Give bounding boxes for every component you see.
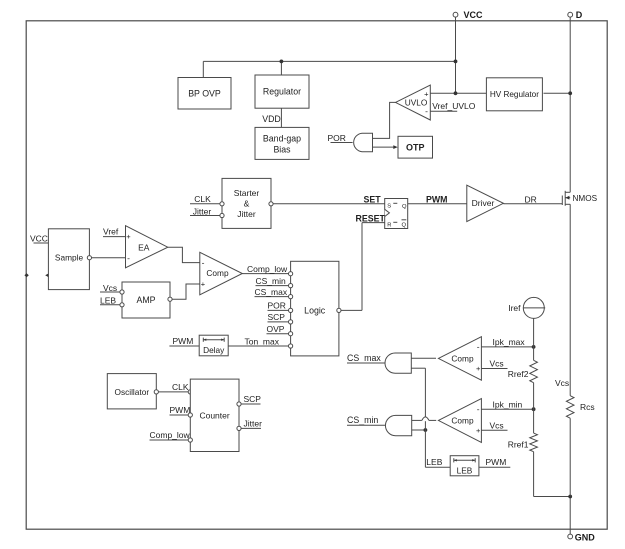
- svg-text:CS_min: CS_min: [256, 276, 287, 286]
- svg-text:DR: DR: [525, 194, 537, 204]
- svg-text:SET: SET: [364, 195, 382, 205]
- svg-text:LEB: LEB: [426, 457, 442, 467]
- svg-text:Vcs: Vcs: [555, 378, 569, 388]
- svg-text:-: -: [477, 342, 480, 352]
- svg-text:SCP: SCP: [244, 394, 262, 404]
- svg-text:SCP: SCP: [268, 312, 286, 322]
- svg-text:Comp: Comp: [451, 353, 474, 363]
- svg-text:Q: Q: [402, 204, 407, 210]
- svg-text:VCC: VCC: [30, 233, 48, 243]
- svg-text:Vcs: Vcs: [490, 359, 504, 369]
- svg-text:POR: POR: [328, 133, 346, 143]
- svg-text:Iref: Iref: [508, 303, 521, 313]
- svg-text:Band-gap: Band-gap: [263, 134, 301, 144]
- svg-text:Oscillator: Oscillator: [115, 387, 150, 397]
- svg-text:UVLO: UVLO: [405, 97, 428, 107]
- svg-text:Ton_max: Ton_max: [245, 336, 280, 346]
- svg-text:GND: GND: [575, 532, 596, 542]
- svg-text:Rref1: Rref1: [508, 440, 529, 450]
- svg-text:Ipk_max: Ipk_max: [493, 337, 526, 347]
- svg-text:-: -: [202, 257, 205, 267]
- svg-text:Q: Q: [402, 222, 407, 228]
- svg-text:NMOS: NMOS: [573, 194, 598, 203]
- svg-text:Driver: Driver: [472, 198, 495, 208]
- svg-text:OTP: OTP: [406, 142, 425, 152]
- svg-text:PWM: PWM: [486, 457, 507, 467]
- svg-text:LEB: LEB: [100, 296, 116, 306]
- svg-text:Sample: Sample: [55, 253, 84, 263]
- svg-text:Starter: Starter: [234, 188, 260, 198]
- svg-text:Comp: Comp: [451, 415, 474, 425]
- svg-text:-: -: [425, 106, 428, 116]
- svg-text:PWM: PWM: [173, 336, 194, 346]
- svg-text:OVP: OVP: [267, 324, 285, 334]
- svg-text:-: -: [127, 253, 130, 263]
- svg-text:+: +: [476, 426, 481, 435]
- svg-text:D: D: [576, 10, 583, 20]
- svg-text:CLK: CLK: [172, 382, 189, 392]
- svg-text:+: +: [424, 90, 429, 99]
- svg-text:Jitter: Jitter: [244, 418, 263, 428]
- svg-text:+: +: [476, 364, 481, 373]
- svg-text:Ipk_min: Ipk_min: [493, 400, 523, 410]
- svg-text:CS_max: CS_max: [347, 353, 381, 363]
- svg-text:Bias: Bias: [273, 145, 291, 155]
- svg-text:PWM: PWM: [170, 405, 191, 415]
- svg-text:Comp_low: Comp_low: [247, 264, 288, 274]
- svg-text:R: R: [387, 222, 391, 228]
- svg-text:LEB: LEB: [457, 465, 473, 475]
- svg-text:BP OVP: BP OVP: [188, 88, 221, 98]
- svg-text:+: +: [126, 232, 131, 241]
- svg-text:-: -: [477, 404, 480, 414]
- svg-text:Jitter: Jitter: [193, 206, 212, 216]
- svg-text:Vcs: Vcs: [490, 421, 504, 431]
- svg-text:PWM: PWM: [426, 194, 448, 204]
- svg-text:Rcs: Rcs: [580, 402, 595, 412]
- svg-text:CLK: CLK: [194, 194, 211, 204]
- svg-text:EA: EA: [138, 242, 150, 252]
- svg-text:Vref_UVLO: Vref_UVLO: [432, 101, 476, 111]
- svg-text:VCC: VCC: [464, 10, 484, 20]
- svg-text:Jitter: Jitter: [237, 209, 256, 219]
- svg-text:VDD: VDD: [262, 114, 281, 124]
- svg-text:S: S: [387, 203, 391, 209]
- svg-text:POR: POR: [268, 301, 286, 311]
- svg-text:Comp_low: Comp_low: [150, 430, 191, 440]
- svg-text:CS_min: CS_min: [347, 415, 378, 425]
- svg-text:Logic: Logic: [304, 305, 326, 315]
- svg-text:+: +: [201, 280, 206, 289]
- svg-text:Comp: Comp: [206, 268, 229, 278]
- svg-text:CS_max: CS_max: [255, 287, 288, 297]
- svg-text:Regulator: Regulator: [263, 87, 301, 97]
- svg-text:Counter: Counter: [199, 411, 229, 421]
- svg-text:HV Regulator: HV Regulator: [490, 90, 539, 99]
- svg-text:Vcs: Vcs: [103, 283, 117, 293]
- svg-text:Vref: Vref: [103, 227, 119, 237]
- svg-text:Delay: Delay: [203, 345, 225, 355]
- svg-text:AMP: AMP: [136, 295, 155, 305]
- svg-text:RESET: RESET: [356, 213, 386, 223]
- svg-text:Rref2: Rref2: [508, 369, 529, 379]
- svg-text:&: &: [244, 199, 250, 209]
